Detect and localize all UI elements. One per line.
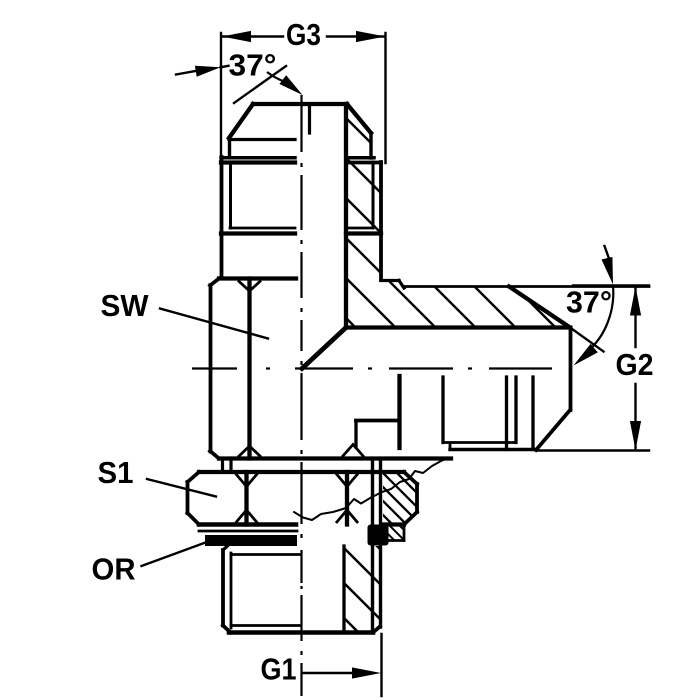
svg-text:S1: S1 [98, 455, 134, 490]
svg-text:G1: G1 [261, 652, 297, 687]
svg-text:G2: G2 [616, 347, 654, 382]
svg-text:37°: 37° [566, 285, 612, 320]
svg-text:37°: 37° [229, 48, 277, 83]
svg-text:OR: OR [92, 552, 136, 587]
svg-text:SW: SW [101, 288, 150, 323]
svg-text:G3: G3 [286, 17, 321, 52]
